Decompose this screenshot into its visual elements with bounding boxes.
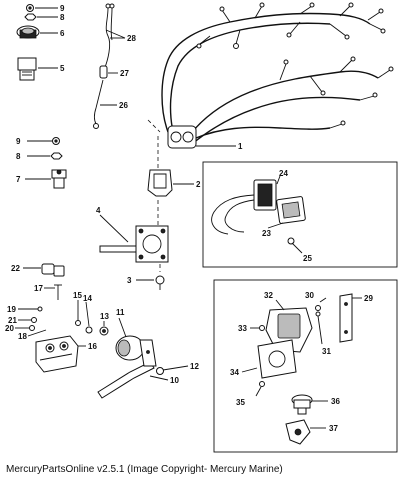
screw-25: [287, 237, 303, 254]
wiring-harness-1: [161, 2, 394, 149]
screw-31: [315, 311, 323, 345]
callout-15: 15: [73, 291, 82, 300]
callout-34: 34: [230, 368, 239, 377]
bracket-10: [97, 339, 169, 399]
callout-labels: 9 8 6 5 9 8 7 28 27 26 1 2 24 23 25 4 3 …: [5, 4, 373, 433]
callout-23: 23: [262, 229, 271, 238]
screw-3: [136, 275, 165, 290]
module-inset-box: [202, 161, 398, 268]
callout-37: 37: [329, 424, 338, 433]
nut-30: [315, 297, 327, 311]
screw-35: [255, 381, 265, 397]
callout-20: 20: [5, 324, 14, 333]
nut-8-mid: [27, 152, 63, 160]
callout-4: 4: [96, 206, 101, 215]
washer-9-top: [26, 4, 58, 12]
module-connector-24: [211, 175, 281, 235]
sender-7: [25, 169, 67, 189]
bracket-4: [99, 214, 169, 263]
washer-21: [18, 317, 37, 323]
callout-12: 12: [190, 362, 199, 371]
callout-6: 6: [60, 29, 65, 38]
callout-24: 24: [279, 169, 288, 178]
washer-9-mid: [27, 137, 60, 145]
callout-10: 10: [170, 376, 179, 385]
screw-15: [75, 300, 81, 326]
callout-35: 35: [236, 398, 245, 407]
callout-3: 3: [127, 276, 132, 285]
callout-2: 2: [196, 180, 201, 189]
module-32: [265, 299, 313, 353]
dashed-line-harness: [147, 119, 161, 228]
callout-31: 31: [322, 347, 331, 356]
callout-29: 29: [364, 294, 373, 303]
clamp-22: [23, 263, 65, 277]
callout-32: 32: [264, 291, 273, 300]
callout-33: 33: [238, 324, 247, 333]
callout-28: 28: [127, 34, 136, 43]
callout-9-mid: 9: [16, 137, 21, 146]
callout-26: 26: [119, 101, 128, 110]
sensor-36: [291, 394, 328, 415]
bracket-29: [339, 293, 362, 343]
washer-14: [85, 301, 93, 334]
callout-27: 27: [120, 69, 129, 78]
terminal-18: [27, 329, 47, 337]
callout-16: 16: [88, 342, 97, 351]
sensor-inset-box: [213, 279, 398, 453]
screw-33: [250, 325, 265, 331]
nut-8-top: [24, 13, 58, 21]
callout-8-mid: 8: [16, 152, 21, 161]
lead-wire-28: [103, 3, 126, 71]
callout-36: 36: [331, 397, 340, 406]
lead-wire-26: [93, 79, 117, 129]
callout-25: 25: [303, 254, 312, 263]
callout-21: 21: [8, 316, 17, 325]
gasket-34: [241, 339, 297, 379]
sender-body-5: [17, 57, 58, 81]
solenoid-16: [35, 335, 86, 373]
connector-27: [99, 65, 118, 79]
callout-22: 22: [11, 264, 20, 273]
callout-14: 14: [83, 294, 92, 303]
solenoid-11: [115, 317, 145, 361]
screw-19: [18, 306, 43, 312]
callout-8-top: 8: [60, 13, 65, 22]
callout-7: 7: [16, 175, 21, 184]
clip-2: [147, 169, 194, 197]
callout-19: 19: [7, 305, 16, 314]
bolt-12: [156, 365, 189, 375]
callout-17: 17: [34, 284, 43, 293]
callout-18: 18: [18, 332, 27, 341]
callout-9-top: 9: [60, 4, 65, 13]
sensor-37: [285, 419, 326, 445]
copyright-caption: MercuryPartsOnline v2.5.1 (Image Copyrig…: [6, 464, 283, 475]
screw-17: [44, 284, 62, 300]
nut-13: [99, 321, 109, 336]
callout-1: 1: [238, 142, 243, 151]
sender-cap-6: [16, 25, 58, 39]
callout-30: 30: [305, 291, 314, 300]
nut-20: [15, 325, 35, 331]
callout-5: 5: [60, 64, 65, 73]
callout-13: 13: [100, 312, 109, 321]
callout-11: 11: [116, 308, 125, 317]
module-23: [267, 196, 306, 229]
